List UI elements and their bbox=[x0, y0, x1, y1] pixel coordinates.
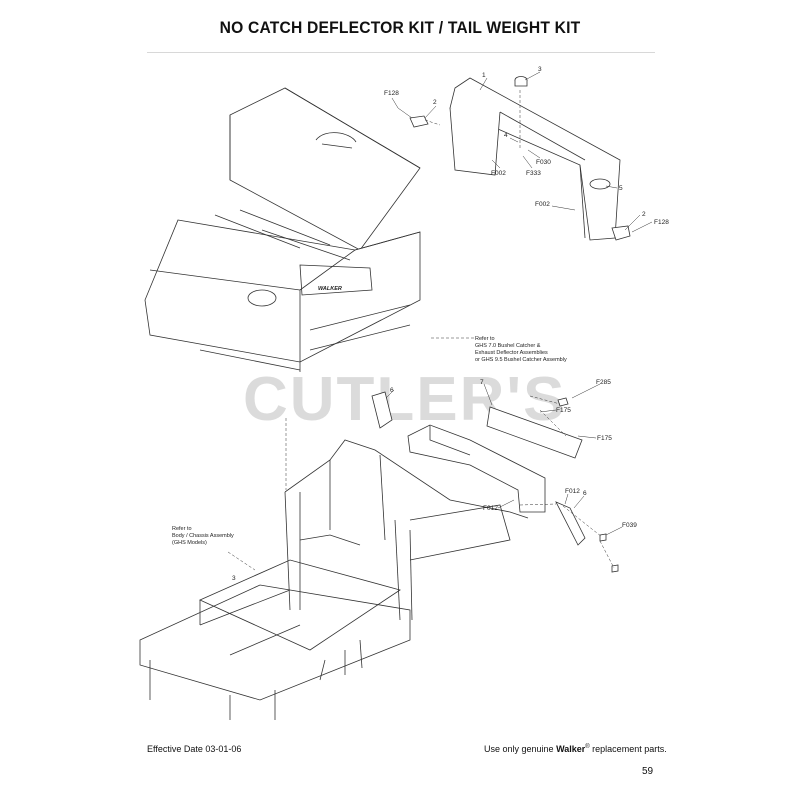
svg-text:Exhaust Deflector Assemblies: Exhaust Deflector Assemblies bbox=[475, 350, 548, 356]
callout-4: 4 bbox=[504, 132, 508, 139]
walker-brand: Walker bbox=[556, 744, 586, 754]
callout-6-right: 6 bbox=[583, 490, 587, 497]
callout-F175-upper: F175 bbox=[556, 407, 571, 414]
bushel-catcher-drawing bbox=[144, 87, 421, 372]
callout-7: 7 bbox=[480, 379, 484, 386]
catcher-reference-note: Refer to GHS 7.0 Bushel Catcher & Exhaus… bbox=[475, 336, 567, 363]
callout-F175-lower: F175 bbox=[597, 435, 612, 442]
page-number: 59 bbox=[642, 766, 654, 777]
callout-3-chassis: 3 bbox=[232, 575, 236, 582]
callout-F128-right: F128 bbox=[654, 219, 669, 226]
callout-leaders bbox=[385, 71, 653, 536]
svg-text:GHS 7.0 Bushel Catcher &: GHS 7.0 Bushel Catcher & bbox=[475, 343, 541, 349]
callout-F012-left: F012 bbox=[483, 505, 498, 512]
callout-2-top: 2 bbox=[433, 99, 437, 106]
walker-logo: WALKER bbox=[318, 286, 342, 292]
callout-6-left: 6 bbox=[390, 387, 394, 394]
title-divider bbox=[147, 52, 655, 53]
chassis-frame-drawing bbox=[139, 439, 529, 720]
chassis-reference-note: Refer to Body / Chassis Assembly (GHS Mo… bbox=[172, 526, 234, 546]
callout-5: 5 bbox=[619, 185, 623, 192]
svg-text:Refer to: Refer to bbox=[475, 336, 495, 342]
genuine-parts-notice: Use only genuine Walker® replacement par… bbox=[484, 744, 667, 754]
registered-mark: ® bbox=[585, 744, 590, 750]
callout-F012-right: F012 bbox=[565, 488, 580, 495]
svg-text:(GHS Models): (GHS Models) bbox=[172, 540, 207, 546]
deflector-drawing bbox=[409, 76, 631, 241]
svg-text:or GHS 9.5 Bushel Catcher Asse: or GHS 9.5 Bushel Catcher Assembly bbox=[475, 357, 567, 363]
assembly-guide-lines bbox=[227, 90, 615, 571]
callout-1: 1 bbox=[482, 72, 486, 79]
page-title: NO CATCH DEFLECTOR KIT / TAIL WEIGHT KIT bbox=[219, 18, 581, 37]
callout-F002-right: F002 bbox=[535, 201, 550, 208]
callout-F030: F030 bbox=[536, 159, 551, 166]
tail-weight-drawing bbox=[371, 391, 619, 573]
callout-F285: F285 bbox=[596, 379, 611, 386]
effective-date: Effective Date 03-01-06 bbox=[147, 744, 242, 754]
svg-text:Refer to: Refer to bbox=[172, 526, 192, 532]
callout-F039: F039 bbox=[622, 522, 637, 529]
callout-3: 3 bbox=[538, 66, 542, 73]
callout-F128-top: F128 bbox=[384, 90, 399, 97]
svg-text:Body / Chassis Assembly: Body / Chassis Assembly bbox=[172, 533, 234, 539]
callout-F333: F333 bbox=[526, 170, 541, 177]
callout-2-right: 2 bbox=[642, 211, 646, 218]
callout-F002-top: F002 bbox=[491, 170, 506, 177]
